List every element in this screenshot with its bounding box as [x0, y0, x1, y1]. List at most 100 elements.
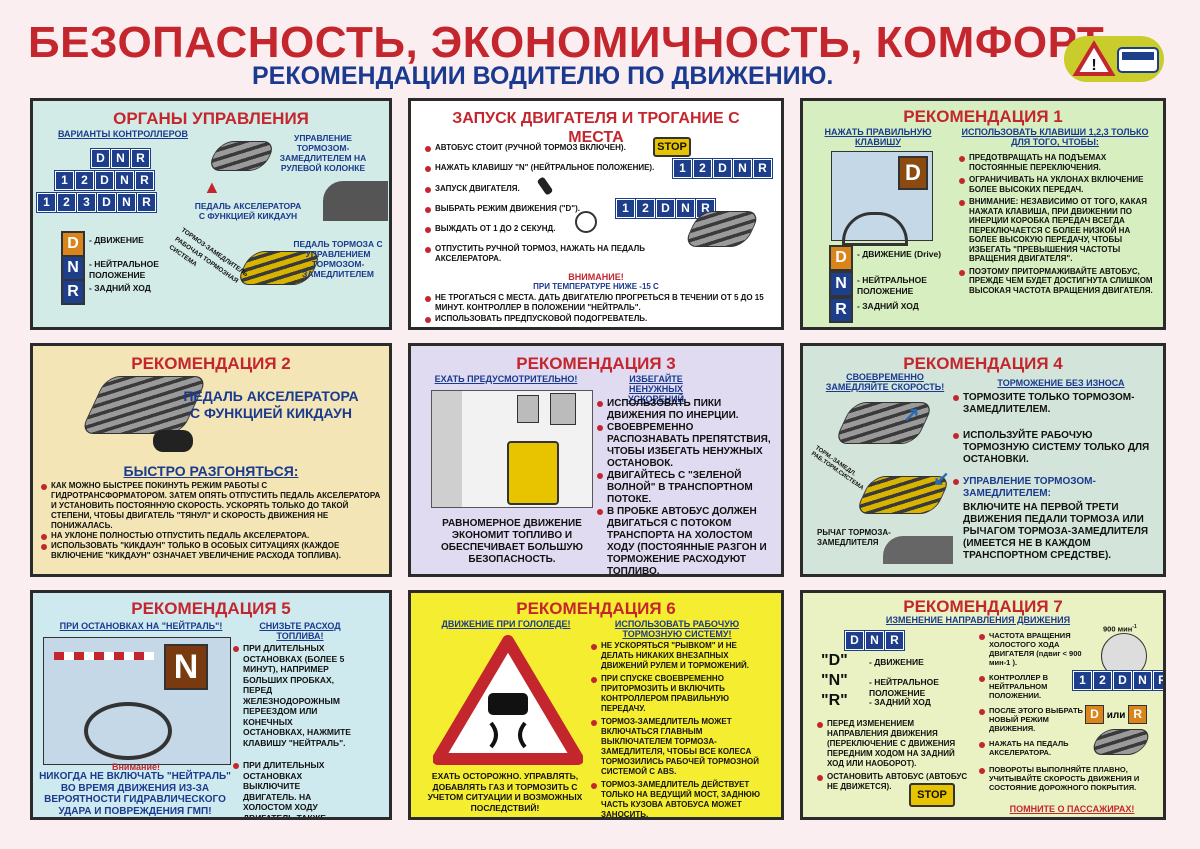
neutral-warning: НИКОГДА НЕ ВКЛЮЧАТЬ "НЕЙТРАЛЬ" ВО ВРЕМЯ … [39, 771, 231, 817]
list-item: НЕ УСКОРЯТЬСЯ "РЫВКОМ" И НЕ ДЕЛАТЬ НИКАК… [591, 641, 769, 671]
list-item: ОГРАНИЧИВАТЬ НА УКЛОНАХ ВКЛЮЧЕНИЕ БОЛЕЕ … [959, 175, 1155, 194]
attention-label: ВНИМАНИЕ! [568, 272, 624, 282]
gear-key-2: 2 [57, 193, 76, 212]
gear-key-N: N [1133, 671, 1152, 690]
variants-heading: ВАРИАНТЫ КОНТРОЛЛЕРОВ [58, 129, 188, 139]
gear-key-R: R [1153, 671, 1163, 690]
list-item: ПРИ СПУСКЕ СВОЕВРЕМЕННО ПРИТОРМОЗИТЬ И В… [591, 674, 769, 714]
steering-column-image [323, 181, 388, 221]
gear-key-R: R [753, 159, 772, 178]
panel-controls: ОРГАНЫ УПРАВЛЕНИЯ ВАРИАНТЫ КОНТРОЛЛЕРОВ … [30, 98, 392, 330]
rec1-list: ПРЕДОТВРАЩАТЬ НА ПОДЪЕМАХ ПОСТОЯННЫЕ ПЕР… [959, 153, 1155, 298]
drive-carefully-heading: ЕХАТЬ ПРЕДУСМОТРИТЕЛЬНО! [434, 374, 578, 384]
list-item: НАЖАТЬ НА ПЕДАЛЬ АКСЕЛЕРАТОРА. [979, 739, 1089, 757]
accelerator-title: ПЕДАЛЬ АКСЕЛЕРАТОРА С ФУНКЦИЕЙ КИКДАУН [183, 388, 359, 421]
legend-key-D: D [829, 245, 853, 271]
cold-start-notes: НЕ ТРОГАТЬСЯ С МЕСТА. ДАТЬ ДВИГАТЕЛЮ ПРО… [425, 293, 765, 327]
panel-title: РЕКОМЕНДАЦИЯ 7 [903, 597, 1063, 616]
gear-key-2: 2 [1093, 671, 1112, 690]
rec4-list: ТОРМОЗИТЕ ТОЛЬКО ТОРМОЗОМ-ЗАМЕДЛИТЕЛЕМ. … [953, 392, 1153, 469]
gear-key-N: N [111, 149, 130, 168]
rec7-left-list: ПЕРЕД ИЗМЕНЕНИЕМ НАПРАВЛЕНИЯ ДВИЖЕНИЯ (П… [817, 719, 973, 795]
gear-key-1: 1 [37, 193, 56, 212]
gear-key-N: N [676, 199, 695, 218]
panel-recommendation-5: РЕКОМЕНДАЦИЯ 5 ПРИ ОСТАНОВКАХ НА "НЕЙТРА… [30, 590, 392, 820]
rec5-list: ПРИ ДЛИТЕЛЬНЫХ ОСТАНОВКАХ (БОЛЕЕ 5 МИНУТ… [233, 643, 353, 817]
gear-key-R: R [131, 149, 150, 168]
slow-down-heading: СВОЕВРЕМЕННО ЗАМЕДЛЯЙТЕ СКОРОСТЬ! [825, 372, 945, 392]
legend-key-R: R [61, 279, 85, 305]
legend-key-R: R [829, 297, 853, 323]
ice-heading: ДВИЖЕНИЕ ПРИ ГОЛОЛЕДЕ! [441, 619, 571, 629]
gear-key-1: 1 [673, 159, 692, 178]
legend-key: "N" [821, 672, 848, 689]
list-item: ВЫБРАТЬ РЕЖИМ ДВИЖЕНИЯ ("D"). [425, 204, 665, 214]
avoid-accel-heading: ИЗБЕГАЙТЕ НЕНУЖНЫХ УСКОРЕНИЙ [627, 374, 685, 404]
legend-key: "R" [821, 692, 848, 709]
list-item: ПРИ ДЛИТЕЛЬНЫХ ОСТАНОВКАХ ВЫКЛЮЧИТЕ ДВИГ… [233, 760, 353, 817]
direction-change-heading: ИЗМЕНЕНИЕ НАПРАВЛЕНИЯ ДВИЖЕНИЯ [885, 615, 1071, 625]
gear-key-1: 1 [616, 199, 635, 218]
arrow-icon: ↙ [933, 468, 950, 490]
stop-sign: STOP [909, 783, 955, 807]
rec7-right-list: ЧАСТОТА ВРАЩЕНИЯ ХОЛОСТОГО ХОДА ДВИГАТЕЛ… [979, 631, 1089, 763]
brake-system-heading: ИСПОЛЬЗОВАТЬ РАБОЧУЮ ТОРМОЗНУЮ СИСТЕМУ! [614, 619, 740, 639]
lever-label: РЫЧАГ ТОРМОЗА-ЗАМЕДЛИТЕЛЯ [817, 528, 891, 547]
attention-label: Внимание! [112, 762, 160, 772]
steering-wheel-icon [84, 702, 172, 760]
legend-label: - НЕЙТРАЛЬНОЕ ПОЛОЖЕНИЕ [869, 677, 939, 698]
legend-label: - ДВИЖЕНИЕ (Drive) [857, 249, 942, 259]
gear-key-D: D [713, 159, 732, 178]
panel-recommendation-7: РЕКОМЕНДАЦИЯ 7 ИЗМЕНЕНИЕ НАПРАВЛЕНИЯ ДВИ… [800, 590, 1166, 820]
remember-passengers: ПОМНИТЕ О ПАССАЖИРАХ! [1009, 804, 1135, 814]
list-item: НАЖАТЬ КЛАВИШУ "N" (НЕЙТРАЛЬНОЕ ПОЛОЖЕНИ… [425, 163, 665, 173]
list-item: ОСТАНОВИТЬ АВТОБУС (АВТОБУС НЕ ДВИЖЕТСЯ)… [817, 772, 973, 792]
list-item: ЧАСТОТА ВРАЩЕНИЯ ХОЛОСТОГО ХОДА ДВИГАТЕЛ… [979, 631, 1089, 667]
car-icon [517, 395, 539, 423]
rec6-list: НЕ УСКОРЯТЬСЯ "РЫВКОМ" И НЕ ДЕЛАТЬ НИКАК… [591, 641, 769, 817]
rec3-list: ИСПОЛЬЗОВАТЬ ПИКИ ДВИЖЕНИЯ ПО ИНЕРЦИИ. С… [597, 398, 777, 574]
list-item: НА УКЛОНЕ ПОЛНОСТЬЮ ОТПУСТИТЬ ПЕДАЛЬ АКС… [41, 531, 381, 541]
legend-label: - ЗАДНИЙ ХОД [869, 697, 931, 707]
legend-label: - НЕЙТРАЛЬНОЕ ПОЛОЖЕНИЕ [857, 275, 927, 296]
rec3-left-text: РАВНОМЕРНОЕ ДВИЖЕНИЕ ЭКОНОМИТ ТОПЛИВО И … [441, 518, 583, 565]
gear-key-2: 2 [75, 171, 94, 190]
panel-title: РЕКОМЕНДАЦИЯ 2 [131, 354, 291, 373]
legend-label: - ЗАДНИЙ ХОД [89, 283, 151, 293]
neutral-key-large: N [164, 644, 208, 690]
list-item: ИСПОЛЬЗОВАТЬ ПРЕДПУСКОВОЙ ПОДОГРЕВАТЕЛЬ. [425, 314, 765, 324]
kickdown-image [153, 430, 193, 452]
list-item: ТОРМОЗ-ЗАМЕДЛИТЕЛЬ ДЕЙСТВУЕТ ТОЛЬКО НА В… [591, 780, 769, 817]
panel-title: РЕКОМЕНДАЦИЯ 5 [131, 599, 291, 618]
list-item: ИСПОЛЬЗОВАТЬ ПИКИ ДВИЖЕНИЯ ПО ИНЕРЦИИ. [597, 398, 777, 422]
panel-recommendation-3: РЕКОМЕНДАЦИЯ 3 ЕХАТЬ ПРЕДУСМОТРИТЕЛЬНО! … [408, 343, 784, 577]
truck-icon [550, 393, 576, 425]
list-item: ПОЭТОМУ ПРИТОРМАЖИВАЙТЕ АВТОБУС, ПРЕЖДЕ … [959, 267, 1155, 296]
list-item: ВЫЖДАТЬ ОТ 1 ДО 2 СЕКУНД. [425, 224, 665, 234]
bus-warning-logo: ! [1064, 36, 1164, 82]
gear-key-R: R [885, 631, 904, 650]
d-or-r: D или R [1085, 705, 1148, 724]
lever-image [883, 536, 953, 564]
legend-key-N: N [829, 271, 853, 297]
steering-wheel-icon [842, 212, 908, 246]
panel-start: ЗАПУСК ДВИГАТЕЛЯ И ТРОГАНИЕ С МЕСТА АВТО… [408, 98, 784, 330]
cab-image: D [831, 151, 933, 246]
arrow-up-icon: ▲ [203, 177, 221, 197]
page-subtitle: РЕКОМЕНДАЦИИ ВОДИТЕЛЮ ПО ДВИЖЕНИЮ. [252, 62, 834, 90]
list-item: ДВИГАЙТЕСЬ С "ЗЕЛЕНОЙ ВОЛНОЙ" В ТРАНСПОР… [597, 470, 777, 506]
no-wear-heading: ТОРМОЖЕНИЕ БЕЗ ИЗНОСА [997, 378, 1125, 388]
list-item: ТОРМОЗИТЕ ТОЛЬКО ТОРМОЗОМ-ЗАМЕДЛИТЕЛЕМ. [953, 392, 1153, 416]
panel-recommendation-1: РЕКОМЕНДАЦИЯ 1 НАЖАТЬ ПРАВИЛЬНУЮ КЛАВИШУ… [800, 98, 1166, 330]
rec7-turns: ПОВОРОТЫ ВЫПОЛНЯЙТЕ ПЛАВНО, УЧИТЫВАЙТЕ С… [979, 765, 1159, 795]
list-item: ПЕРЕД ИЗМЕНЕНИЕМ НАПРАВЛЕНИЯ ДВИЖЕНИЯ (П… [817, 719, 973, 769]
fast-accel-heading: БЫСТРО РАЗГОНЯТЬСЯ: [123, 463, 299, 479]
list-item: ПРЕДОТВРАЩАТЬ НА ПОДЪЕМАХ ПОСТОЯННЫЕ ПЕР… [959, 153, 1155, 172]
rpm-label: 900 мин-1 [1103, 624, 1137, 634]
list-item: УПРАВЛЕНИЕ ТОРМОЗОМ-ЗАМЕДЛИТЕЛЕМ: [953, 476, 1153, 500]
